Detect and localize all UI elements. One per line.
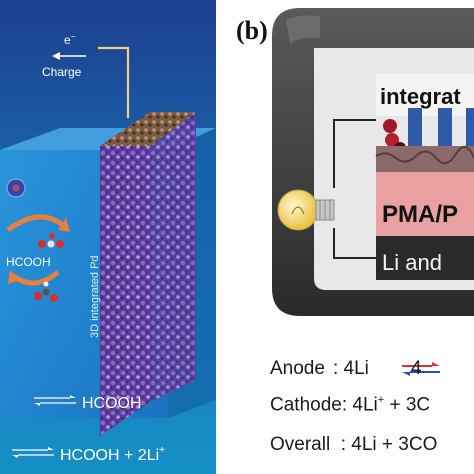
equation-cathode: Cathode: 4Li+ + 3C <box>270 394 430 416</box>
equation-overall-body: : 4Li + 3CO <box>330 434 438 455</box>
reaction-row-2: HCOOH + 2Li+ <box>12 445 165 464</box>
equation-cathode-sup: + <box>377 394 385 406</box>
pma-layer <box>376 172 474 236</box>
panel-b-label: (b) <box>236 16 268 45</box>
reaction-1-text: HCOOH <box>82 395 142 412</box>
panel-b-illustration: integrat PMA/P Li and <box>272 8 474 376</box>
pma-layer-label: PMA/P <box>382 201 458 228</box>
equation-cathode-tail: + 3C <box>384 394 431 416</box>
integrated-layer-label: integrat <box>380 84 461 109</box>
equation-overall: Overall : 4Li + 3CO <box>270 434 437 456</box>
hcooh-mid-label: HCOOH <box>6 255 51 269</box>
equilibrium-arrows-icon <box>402 362 440 376</box>
panel-a: 3D integrated Pd e− Charge HCOOH <box>0 0 216 474</box>
curved-arrow-upper-icon <box>6 214 66 233</box>
charge-wire <box>98 46 130 118</box>
curved-arrow-upper-head-icon <box>58 218 70 232</box>
panel-b: (b) -- integrat <box>216 0 474 474</box>
circuit-wire-bottom <box>333 228 376 259</box>
ion-core-icon <box>12 184 20 192</box>
electron-label: e− <box>64 32 76 47</box>
electrode-label: 3D integrated Pd <box>89 255 101 338</box>
separator-texture <box>375 146 474 165</box>
equation-anode: Anode : 4Li 4 <box>270 358 421 380</box>
equation-overall-name: Overall <box>270 434 331 455</box>
shell-highlight <box>286 15 320 44</box>
panel-a-illustration: 3D integrated Pd e− Charge HCOOH <box>0 0 216 474</box>
equation-anode-name: Anode <box>270 358 325 379</box>
integrated-pillar-2 <box>438 108 452 146</box>
electron-arrowhead <box>52 52 60 60</box>
li-anode-label: Li and <box>382 250 442 275</box>
formate-molecule-icon <box>34 281 58 302</box>
equation-cathode-name: Cathode <box>270 394 342 416</box>
equation-anode-tail: 4 <box>410 358 422 379</box>
integrated-layer <box>376 74 474 116</box>
curved-arrow-lower-head-icon <box>8 270 20 284</box>
light-bulb-icon <box>277 189 335 231</box>
porous-pd-electrode <box>100 112 150 436</box>
integrated-pillar-3 <box>466 108 474 146</box>
reaction-2-text: HCOOH + 2Li+ <box>60 445 165 464</box>
charge-label: Charge <box>42 65 82 79</box>
equation-cathode-body: : 4Li <box>341 394 378 416</box>
reaction-row-1: HCOOH <box>34 395 142 412</box>
co2-molecule-icon <box>38 233 64 248</box>
li-anode-layer <box>376 236 474 280</box>
integrated-pillar-1 <box>408 108 422 146</box>
porous-electrode-side <box>150 112 196 402</box>
circuit-wire-top <box>333 119 376 188</box>
equation-anode-body: : 4Li <box>332 358 369 379</box>
porous-electrode-top <box>100 112 196 146</box>
